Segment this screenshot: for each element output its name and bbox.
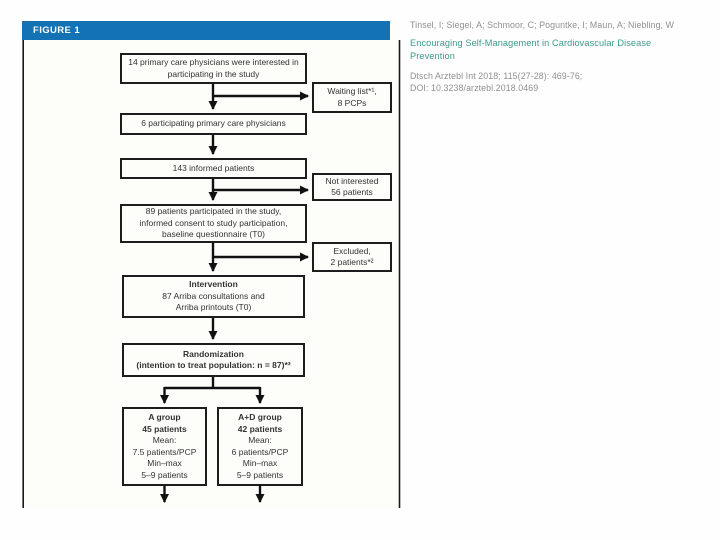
flow-box-participating-physicians: 6 participating primary care physicians xyxy=(120,113,307,135)
flow-box-line: (intention to treat population: n = 87)*… xyxy=(136,360,291,370)
figure-panel: FIGURE 1 14 primary care physicians were… xyxy=(22,21,401,508)
flow-box-line: 42 patients xyxy=(237,423,283,434)
flow-box-line: 8 PCPs xyxy=(337,97,367,108)
flow-box-line: 7.5 patients/PCP xyxy=(132,446,197,457)
flow-box-line: informed consent to study participation, xyxy=(139,217,288,228)
flow-box-line: 5–9 patients xyxy=(236,469,284,480)
citation-doi: DOI: 10.3238/arztebl.2018.0469 xyxy=(410,83,539,94)
flow-box-not-interested: Not interested 56 patients xyxy=(312,173,392,201)
flow-box-line: Waiting list*¹, xyxy=(327,86,377,96)
flow-box-line: 5–9 patients xyxy=(141,469,188,480)
flow-box-intervention: Intervention 87 Arriba consultations and… xyxy=(122,275,305,318)
flow-box-line: 89 patients participated in the study, xyxy=(145,206,282,217)
flow-box-physicians-interested: 14 primary care physicians were interest… xyxy=(120,53,307,84)
flow-box-group-a-d: A+D group 42 patients Mean: 6 patients/P… xyxy=(217,407,303,486)
flow-box-randomization: Randomization (intention to treat popula… xyxy=(122,343,305,377)
flow-box-line: Min–max xyxy=(242,458,278,468)
flow-box-excluded: Excluded, 2 patients*² xyxy=(312,242,392,272)
flow-box-line: Intervention xyxy=(189,279,238,290)
flow-box-line: Excluded, xyxy=(333,245,371,256)
flow-box-line: 2 patients*² xyxy=(330,257,374,267)
flow-box-line: participating in the study xyxy=(167,68,260,79)
flow-box-line: 143 informed patients xyxy=(172,162,255,173)
flow-box-line: 56 patients xyxy=(331,187,373,197)
flow-box-line: Randomization xyxy=(183,348,244,359)
flow-box-study-participants: 89 patients participated in the study, i… xyxy=(120,204,307,243)
flow-box-line: 6 patients/PCP xyxy=(231,446,289,457)
flow-box-line: Mean: xyxy=(248,435,272,445)
figure-header-bar: FIGURE 1 xyxy=(22,21,390,40)
flow-box-line: 14 primary care physicians were interest… xyxy=(128,57,299,67)
flowchart-arrows xyxy=(22,40,401,508)
flow-box-line: A+D group xyxy=(238,412,282,422)
citation-block: Tinsel, I; Siegel, A; Schmoor, C; Pogunt… xyxy=(410,20,690,95)
flow-box-waiting-list: Waiting list*¹, 8 PCPs xyxy=(312,82,392,113)
citation-authors: Tinsel, I; Siegel, A; Schmoor, C; Pogunt… xyxy=(410,20,675,30)
flow-box-line: Arriba printouts (T0) xyxy=(175,302,252,313)
citation-title: Encouraging Self-Management in Cardiovas… xyxy=(410,38,652,61)
flow-box-line: Min–max xyxy=(147,458,182,468)
flow-box-line: 45 patients xyxy=(142,423,187,434)
flow-box-line: Not interested xyxy=(325,175,379,186)
flow-box-line: baseline questionnaire (T0) xyxy=(161,229,265,240)
flow-box-line: 87 Arriba consultations and xyxy=(162,290,265,301)
flow-box-line: A group xyxy=(148,412,181,422)
citation-journal: Dtsch Arztebl Int 2018; 115(27-28): 469-… xyxy=(410,70,583,81)
flow-box-line: 6 participating primary care physicians xyxy=(141,118,286,129)
flow-box-group-a: A group 45 patients Mean: 7.5 patients/P… xyxy=(122,407,207,486)
figure-title: FIGURE 1 xyxy=(33,25,81,36)
flow-box-informed-patients: 143 informed patients xyxy=(120,158,307,179)
flow-box-line: Mean: xyxy=(152,435,177,445)
